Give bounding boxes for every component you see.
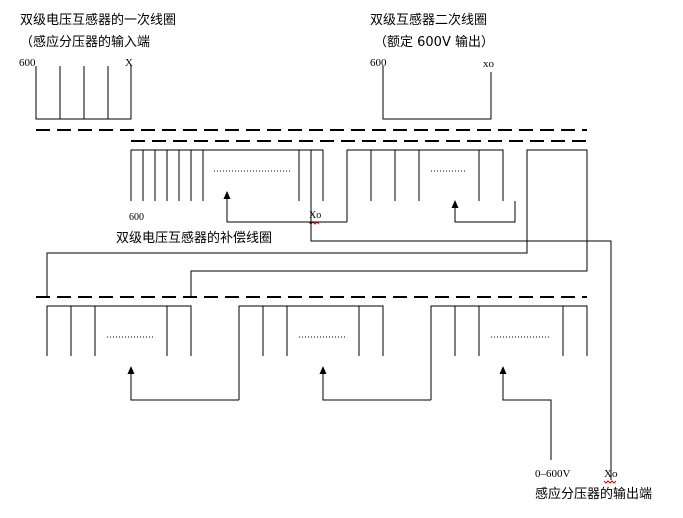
divider-block-3	[430, 305, 588, 400]
secondary-start-label: 600	[370, 57, 387, 69]
compensation-block-2	[346, 149, 504, 222]
output-title: 感应分压器的输出端	[535, 486, 652, 502]
comp-end-label: Xo	[309, 210, 321, 221]
secondary-winding-title: 双级互感器二次线圈	[370, 12, 487, 28]
primary-winding: 双级电压互感器的一次线圈 （感应分压器的输入端 600 X	[19, 12, 176, 120]
output-terminals: 0–600V Xo 感应分压器的输出端	[535, 468, 652, 502]
output-end-label: Xo	[604, 468, 618, 480]
compensation-block-1: 600 Xo 双级电压互感器的补偿线圈	[116, 149, 324, 246]
divider-block-1	[46, 305, 192, 356]
lower-taps	[127, 366, 552, 460]
output-range-label: 0–600V	[535, 468, 571, 480]
primary-winding-title: 双级电压互感器的一次线圈	[20, 12, 176, 28]
secondary-winding-subtitle: （额定 600V 输出）	[374, 34, 494, 50]
secondary-end-label: xo	[483, 58, 495, 70]
compensation-block-3	[46, 149, 588, 298]
compensation-winding-title: 双级电压互感器的补偿线圈	[116, 230, 272, 246]
primary-start-label: 600	[19, 57, 36, 69]
primary-winding-subtitle: （感应分压器的输入端	[20, 34, 150, 50]
primary-end-label: X	[125, 57, 133, 69]
secondary-winding: 双级互感器二次线圈 （额定 600V 输出） 600 xo	[370, 12, 495, 120]
divider-block-2	[238, 305, 384, 400]
upper-core	[36, 129, 587, 142]
comp-start-label: 600	[129, 212, 144, 223]
upper-taps	[223, 191, 612, 480]
